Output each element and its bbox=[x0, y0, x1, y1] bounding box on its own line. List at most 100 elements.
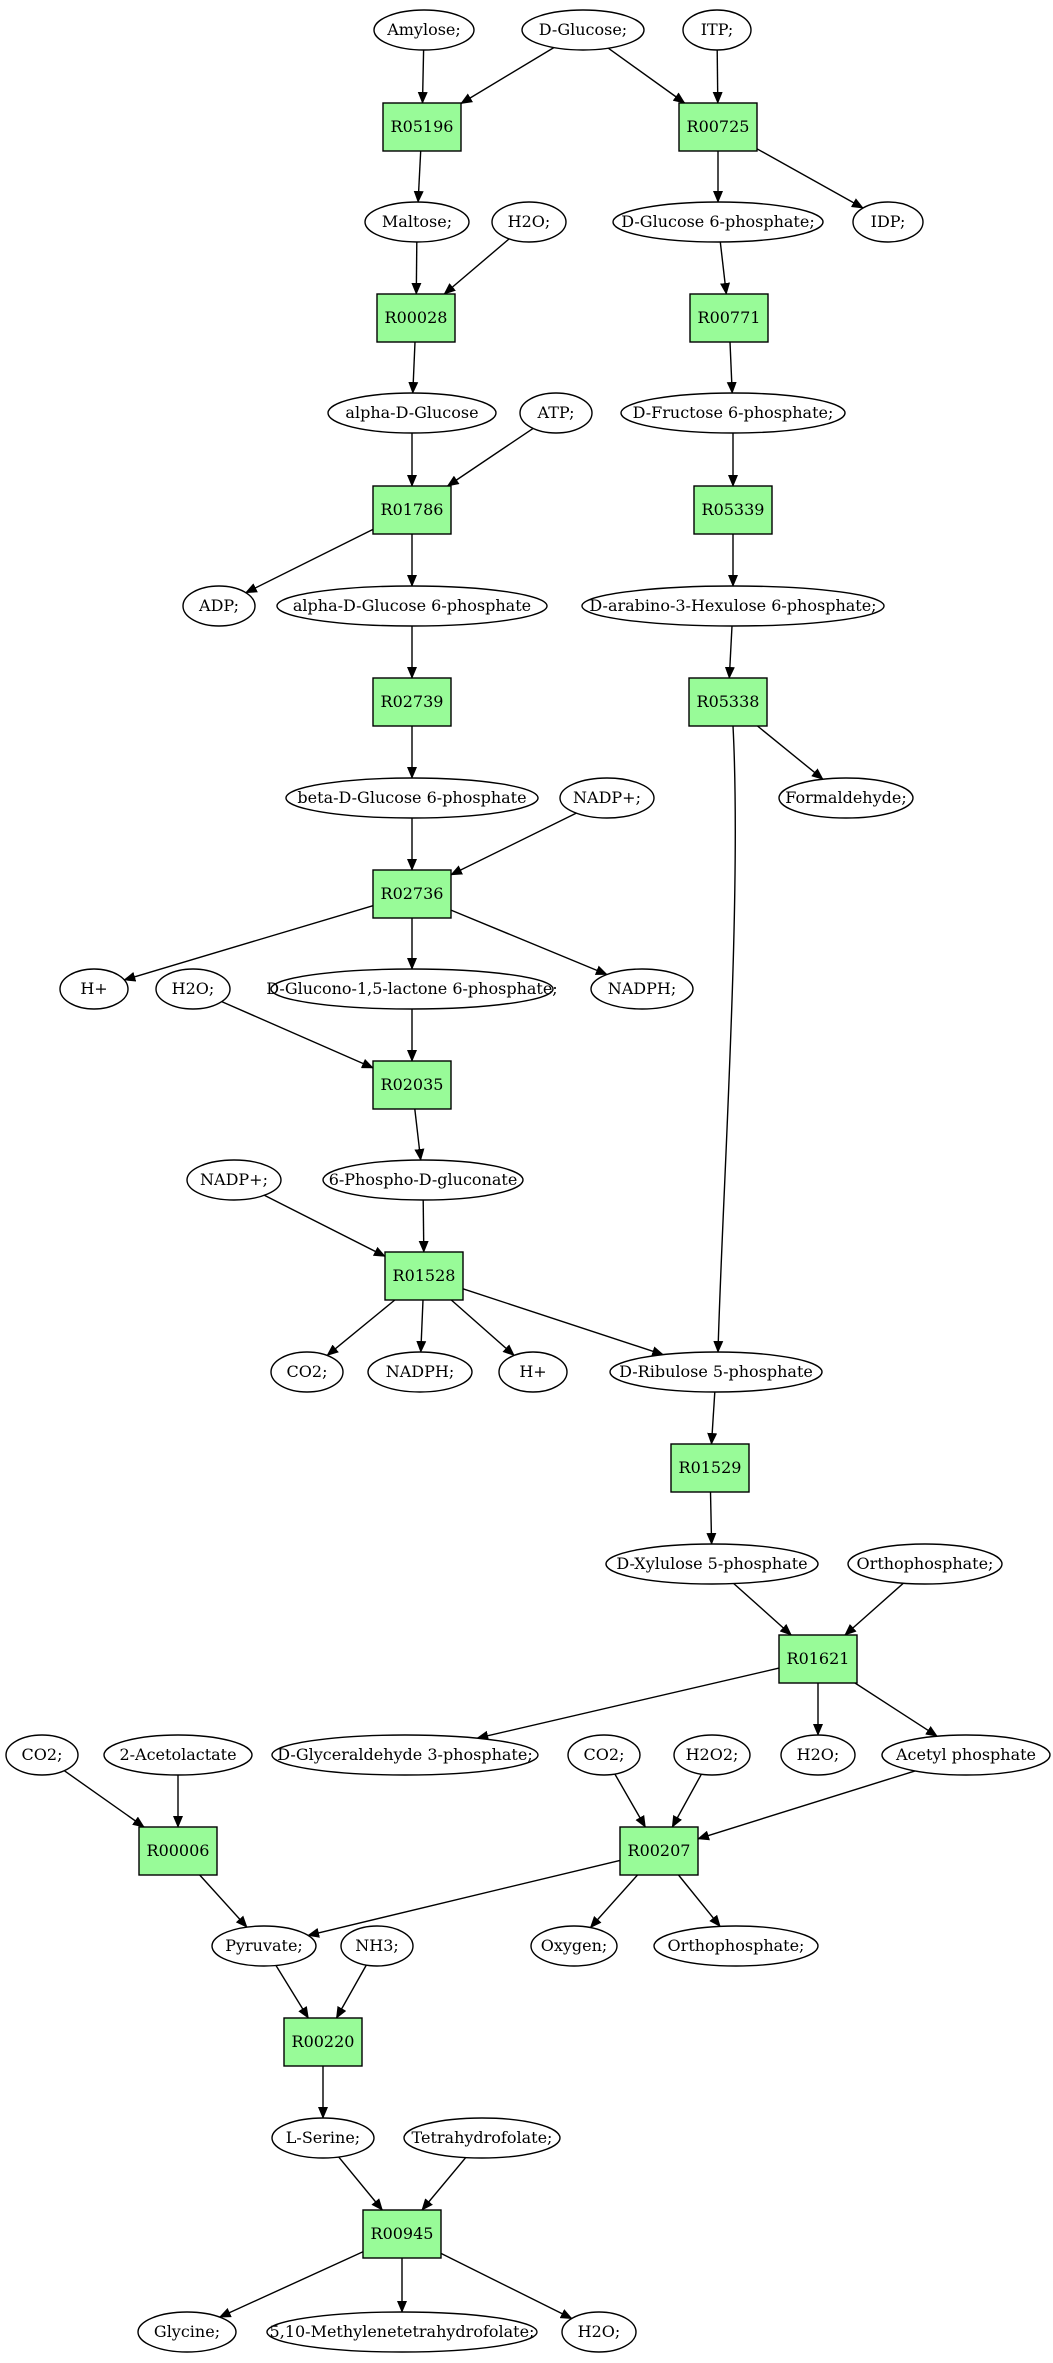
reaction-node-r00207: R00207 bbox=[619, 1826, 699, 1876]
compound-ellipse bbox=[530, 1925, 618, 1967]
edge-r01529-to-dxylulose5p bbox=[706, 1491, 717, 1545]
compound-ellipse bbox=[270, 1351, 344, 1393]
compound-ellipse bbox=[847, 1543, 1003, 1585]
compound-node-dglc6p: D-Glucose 6-phosphate; bbox=[612, 201, 824, 243]
compound-node-h2o_c: H2O; bbox=[780, 1734, 856, 1776]
compound-ellipse bbox=[561, 2311, 637, 2353]
compound-node-glycine: Glycine; bbox=[137, 2311, 237, 2353]
node-label: R00725 bbox=[687, 117, 750, 136]
reaction-box bbox=[670, 1443, 750, 1493]
reaction-box bbox=[619, 1826, 699, 1876]
node-label: Oxygen; bbox=[541, 1936, 608, 1955]
compound-node-lserine: L-Serine; bbox=[271, 2117, 375, 2159]
compound-node-darab3hex6p: D-arabino-3-Hexulose 6-phosphate; bbox=[581, 585, 885, 627]
node-label: R01529 bbox=[679, 1458, 742, 1477]
edge-h2o_a-to-r00028 bbox=[443, 238, 510, 295]
reaction-box bbox=[372, 677, 452, 727]
edge-acetylphosphate-to-r00207 bbox=[697, 1770, 916, 1841]
compound-ellipse bbox=[59, 968, 129, 1010]
node-label: H2O2; bbox=[686, 1745, 739, 1764]
node-label: IDP; bbox=[871, 212, 906, 231]
reaction-node-r00028: R00028 bbox=[376, 293, 456, 343]
node-label: Formaldehyde; bbox=[785, 788, 907, 807]
compound-node-alphadglc: alpha-D-Glucose bbox=[327, 392, 497, 434]
node-label: R00207 bbox=[628, 1841, 691, 1860]
edge-pyruvate-to-r00220 bbox=[275, 1965, 309, 2019]
edge-maltose-to-r00028 bbox=[411, 241, 422, 295]
reaction-box bbox=[138, 1826, 218, 1876]
reaction-box bbox=[693, 485, 773, 535]
edge-r00028-to-alphadglc bbox=[408, 341, 419, 394]
reaction-box bbox=[384, 1251, 464, 1301]
node-label: R02736 bbox=[381, 884, 444, 903]
edge-orthophosphate_a-to-r01621 bbox=[844, 1582, 904, 1636]
compound-ellipse bbox=[778, 777, 914, 819]
compound-ellipse bbox=[403, 2117, 561, 2159]
reaction-box bbox=[382, 102, 462, 152]
compound-node-alphadglc6p: alpha-D-Glucose 6-phosphate bbox=[276, 585, 548, 627]
compound-node-atp: ATP; bbox=[519, 392, 593, 434]
compound-ellipse bbox=[155, 968, 231, 1010]
edge-h2o_b-to-r02035 bbox=[221, 1000, 374, 1069]
edge-atp-to-r01786 bbox=[446, 427, 534, 487]
reaction-box bbox=[689, 293, 769, 343]
node-label: alpha-D-Glucose bbox=[345, 403, 478, 422]
reaction-node-r02739: R02739 bbox=[372, 677, 452, 727]
reaction-node-r05338: R05338 bbox=[688, 677, 768, 727]
edge-r00725-to-idp bbox=[756, 148, 864, 209]
compound-node-nh3: NH3; bbox=[340, 1925, 414, 1967]
edge-r01786-to-adp bbox=[244, 528, 374, 594]
compound-ellipse bbox=[211, 1925, 317, 1967]
node-label: alpha-D-Glucose 6-phosphate bbox=[293, 596, 531, 615]
node-label: H2O; bbox=[797, 1745, 840, 1764]
target-compound-ellipse bbox=[137, 2311, 237, 2353]
compound-ellipse bbox=[340, 1925, 414, 1967]
reaction-box bbox=[372, 869, 452, 919]
compound-ellipse bbox=[182, 585, 256, 627]
compound-node-phosphogluconate: 6-Phospho-D-gluconate bbox=[322, 1159, 524, 1201]
node-label: CO2; bbox=[22, 1745, 63, 1764]
compound-ellipse bbox=[673, 1734, 751, 1776]
edge-r01528-to-dribulose5p bbox=[462, 1288, 665, 1357]
node-label: D-arabino-3-Hexulose 6-phosphate; bbox=[589, 596, 876, 615]
edge-r01528-to-nadph_b bbox=[416, 1299, 427, 1353]
edge-r01528-to-co2_a bbox=[326, 1299, 396, 1357]
node-label: H+ bbox=[80, 979, 107, 998]
compound-ellipse bbox=[682, 9, 752, 51]
compound-node-thf: Tetrahydrofolate; bbox=[403, 2117, 561, 2159]
reaction-box bbox=[283, 2017, 363, 2067]
node-label: R01786 bbox=[381, 500, 444, 519]
edge-itp-to-r00725 bbox=[712, 49, 723, 104]
edge-r01528-to-hplus_b bbox=[450, 1299, 515, 1357]
edge-r00945-to-glycine bbox=[218, 2251, 364, 2318]
edge-r00945-to-h2o_d bbox=[440, 2252, 573, 2320]
node-label: NADPH; bbox=[608, 979, 677, 998]
reaction-box bbox=[688, 677, 768, 727]
compound-node-betadglc6p: beta-D-Glucose 6-phosphate bbox=[285, 777, 539, 819]
compound-node-oxygen: Oxygen; bbox=[530, 1925, 618, 1967]
node-label: H+ bbox=[519, 1362, 546, 1381]
compound-ellipse bbox=[322, 1159, 524, 1201]
compound-node-orthophosphate_a: Orthophosphate; bbox=[847, 1543, 1003, 1585]
compound-ellipse bbox=[364, 201, 470, 243]
node-label: ITP; bbox=[701, 20, 734, 39]
compound-node-dfru6p: D-Fructose 6-phosphate; bbox=[620, 392, 846, 434]
node-label: NADP+; bbox=[200, 1170, 268, 1189]
node-label: Acetyl phosphate bbox=[895, 1745, 1036, 1764]
compound-ellipse bbox=[498, 1351, 568, 1393]
compound-ellipse bbox=[271, 2117, 375, 2159]
start-compound-ellipse bbox=[521, 9, 645, 51]
compound-node-h2o2: H2O2; bbox=[673, 1734, 751, 1776]
node-label: D-Fructose 6-phosphate; bbox=[633, 403, 834, 422]
compound-node-nadp_a: NADP+; bbox=[559, 777, 655, 819]
reaction-node-r00771: R00771 bbox=[689, 293, 769, 343]
edge-r00771-to-dfru6p bbox=[726, 341, 737, 394]
node-label: ADP; bbox=[198, 596, 239, 615]
edge-nadp_b-to-r01528 bbox=[263, 1194, 386, 1257]
compound-node-nadph_a: NADPH; bbox=[590, 968, 694, 1010]
compound-ellipse bbox=[276, 585, 548, 627]
node-label: Maltose; bbox=[382, 212, 452, 231]
compound-node-dribulose5p: D-Ribulose 5-phosphate bbox=[609, 1351, 823, 1393]
edge-r02736-to-hplus_a bbox=[123, 905, 374, 982]
